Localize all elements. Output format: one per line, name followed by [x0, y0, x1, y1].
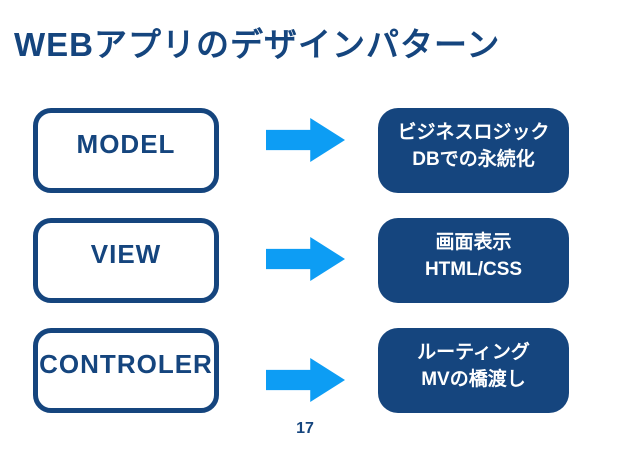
right-arrow-icon	[266, 118, 345, 162]
page-title: WEBアプリのデザインパターン	[14, 26, 501, 63]
controler-description-line-1: ルーティング	[417, 341, 530, 363]
page-number: 17	[296, 420, 314, 437]
model-box-label: MODEL	[76, 129, 176, 159]
view-box: VIEW	[33, 218, 219, 303]
view-description-box: 画面表示 HTML/CSS	[378, 218, 569, 303]
view-description-line-1: 画面表示	[435, 231, 512, 253]
view-description-line-2: HTML/CSS	[424, 258, 523, 280]
model-description-line-1: ビジネスロジック	[397, 121, 550, 143]
diagram-row-controler: CONTROLER ルーティング MVの橋渡し	[0, 328, 638, 413]
diagram-row-model: MODEL ビジネスロジック DBでの永続化	[0, 108, 638, 193]
model-box: MODEL	[33, 108, 219, 193]
model-description-box: ビジネスロジック DBでの永続化	[378, 108, 569, 193]
controler-description-box: ルーティング MVの橋渡し	[378, 328, 569, 413]
right-arrow-icon	[266, 237, 345, 281]
controler-box: CONTROLER	[33, 328, 219, 413]
controler-description-line-2: MVの橋渡し	[421, 368, 526, 390]
model-description-line-2: DBでの永続化	[412, 148, 535, 170]
diagram-row-view: VIEW 画面表示 HTML/CSS	[0, 218, 638, 303]
controler-box-label: CONTROLER	[39, 349, 213, 379]
view-box-label: VIEW	[90, 239, 162, 269]
right-arrow-icon	[266, 358, 345, 402]
